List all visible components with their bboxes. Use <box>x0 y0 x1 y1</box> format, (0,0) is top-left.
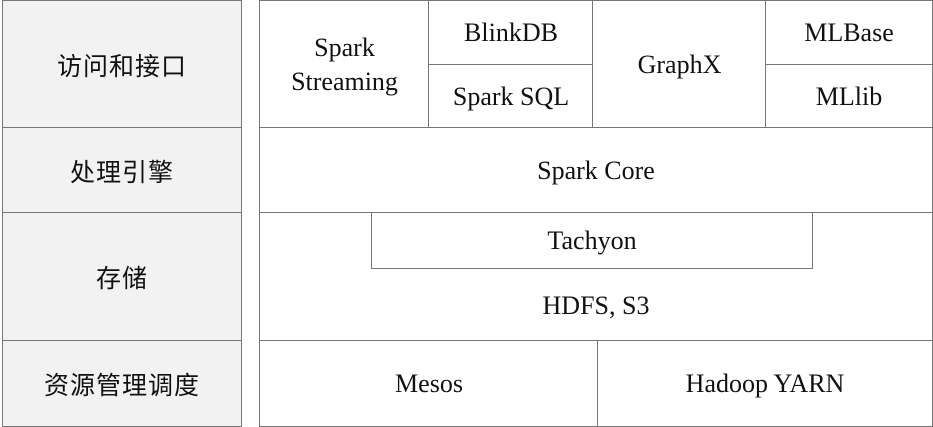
blinkdb-box: BlinkDB <box>428 0 594 66</box>
mesos-label: Mesos <box>395 368 463 398</box>
mllib-label: MLlib <box>815 81 883 111</box>
mesos-box: Mesos <box>259 340 599 427</box>
spark-streaming-line2: Streaming <box>291 66 398 96</box>
hdfs-s3-label: HDFS, S3 <box>542 291 650 320</box>
layer-label-access: 访问和接口 <box>2 0 242 129</box>
graphx-box: GraphX <box>592 0 767 129</box>
spark-sql-label: Spark SQL <box>452 81 570 111</box>
hadoop-yarn-box: Hadoop YARN <box>597 340 933 427</box>
spark-streaming-box: Spark Streaming <box>259 0 430 129</box>
blinkdb-label: BlinkDB <box>464 18 558 48</box>
layer-label-engine: 处理引擎 <box>2 127 242 214</box>
spark-core-box: Spark Core <box>259 127 933 214</box>
layer-label-access-text: 访问和接口 <box>56 51 187 81</box>
mllib-box: MLlib <box>765 64 933 129</box>
spark-streaming-line1: Spark <box>314 33 375 63</box>
spark-core-label: Spark Core <box>537 155 655 185</box>
spark-sql-box: Spark SQL <box>428 64 594 129</box>
layer-label-resource-text: 资源管理调度 <box>43 370 200 400</box>
layer-label-storage-text: 存储 <box>95 264 148 293</box>
spark-streaming-label: Spark Streaming <box>291 31 398 98</box>
tachyon-label: Tachyon <box>547 225 637 255</box>
hadoop-yarn-label: Hadoop YARN <box>685 368 845 398</box>
layer-label-storage: 存储 <box>2 212 242 342</box>
mlbase-box: MLBase <box>765 0 933 66</box>
mlbase-label: MLBase <box>804 18 894 48</box>
layer-label-engine-text: 处理引擎 <box>69 157 174 187</box>
tachyon-box: Tachyon <box>371 212 813 269</box>
layer-label-resource: 资源管理调度 <box>2 340 242 427</box>
graphx-label: GraphX <box>637 49 722 79</box>
hdfs-s3-label-wrap: HDFS, S3 <box>259 274 933 338</box>
